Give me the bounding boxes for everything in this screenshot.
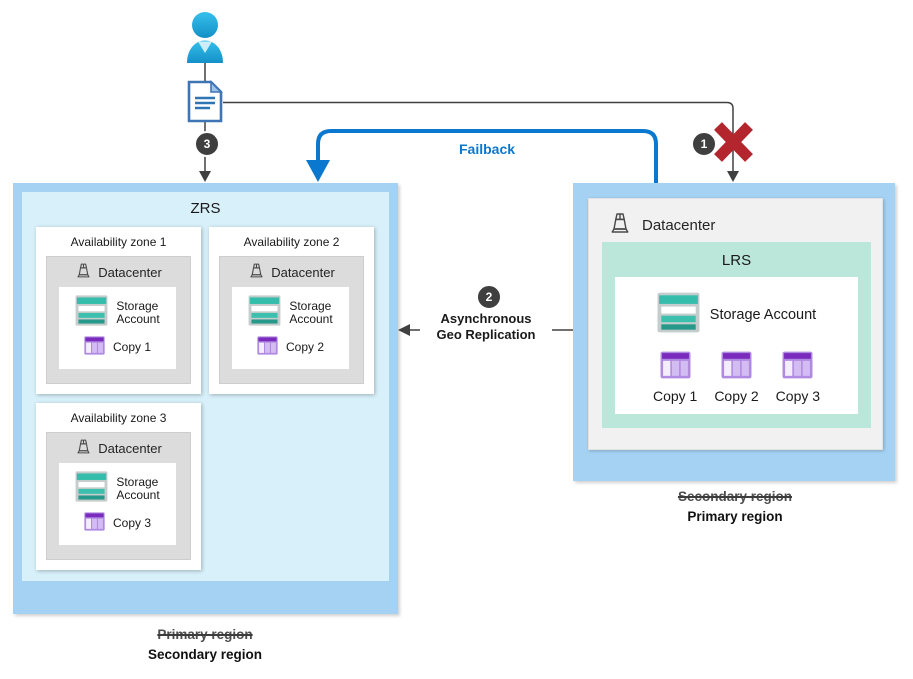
zone-2-storage-label: Storage Account	[289, 298, 333, 326]
zone-1-inner-box: Storage Account	[59, 287, 176, 369]
zone-2-inner-box: Storage Account	[232, 287, 349, 369]
lrs-copy-2-label: Copy 2	[714, 388, 759, 404]
datacenter-building-icon	[608, 211, 632, 239]
zone-1-datacenter-label: Datacenter	[98, 264, 162, 280]
lrs-title: LRS	[721, 252, 752, 269]
geo-replication-line1: Asynchronous	[440, 311, 532, 326]
left-region-new-label: Secondary region	[147, 647, 263, 662]
zone-1-datacenter-box: Datacenter	[46, 256, 191, 384]
table-copy-icon	[782, 351, 813, 382]
datacenter-building-icon	[75, 262, 92, 282]
document-icon	[187, 80, 223, 128]
lrs-copy-3-label: Copy 3	[775, 388, 821, 404]
storage-account-icon	[75, 471, 108, 507]
availability-zone-3: Availability zone 3 Datacenter	[36, 403, 201, 570]
zone-2-label: Availability zone 2	[243, 235, 340, 249]
zone-1-label: Availability zone 1	[70, 235, 167, 249]
lrs-content-box: Storage Account	[615, 277, 858, 414]
zone-1-storage-label: Storage Account	[116, 298, 160, 326]
lrs-datacenter-label: Datacenter	[642, 216, 716, 234]
zrs-inner-box: ZRS Availability zone 1 Datacenter	[22, 192, 389, 581]
lrs-storage-label: Storage Account	[709, 307, 817, 323]
request-arrow	[223, 101, 734, 176]
storage-account-icon	[657, 292, 700, 338]
zone-3-datacenter-label: Datacenter	[98, 440, 162, 456]
person-icon	[182, 11, 228, 68]
zone-3-copy-label: Copy 3	[112, 516, 152, 530]
lrs-copy-2: Copy 2	[714, 351, 759, 404]
lrs-region-box: Datacenter LRS Sto	[573, 183, 895, 481]
storage-account-icon	[75, 295, 108, 331]
red-x-icon	[711, 121, 756, 168]
datacenter-building-icon	[248, 262, 265, 282]
lrs-copy-1-label: Copy 1	[652, 388, 698, 404]
lrs-datacenter-box: Datacenter LRS Sto	[588, 198, 883, 450]
table-copy-icon	[660, 351, 691, 382]
availability-zone-2: Availability zone 2 Datacenter	[209, 227, 374, 394]
left-region-caption: Primary region Secondary region	[55, 627, 355, 662]
failback-label: Failback	[458, 141, 516, 157]
geo-replication-line2: Geo Replication	[436, 326, 536, 342]
table-copy-icon	[84, 336, 105, 358]
table-copy-icon	[721, 351, 752, 382]
zone-2-copy-label: Copy 2	[285, 340, 325, 354]
lrs-inner-box: LRS Storage Account	[602, 242, 871, 428]
zone-2-datacenter-box: Datacenter	[219, 256, 364, 384]
step-3-badge: 3	[194, 131, 220, 157]
left-region-old-label: Primary region	[157, 627, 253, 642]
lrs-copy-3: Copy 3	[776, 351, 820, 404]
zone-3-storage-label: Storage Account	[116, 474, 160, 502]
right-region-old-label: Secondary region	[677, 489, 793, 504]
zone-3-label: Availability zone 3	[70, 411, 167, 425]
zone-3-datacenter-box: Datacenter	[46, 432, 191, 560]
zrs-region-box: ZRS Availability zone 1 Datacenter	[13, 183, 398, 614]
geo-replication-label: Asynchronous Geo Replication	[420, 309, 552, 344]
right-region-new-label: Primary region	[687, 509, 783, 524]
datacenter-building-icon	[75, 438, 92, 458]
lrs-copy-1: Copy 1	[653, 351, 697, 404]
zone-2-datacenter-label: Datacenter	[271, 264, 335, 280]
zone-3-inner-box: Storage Account	[59, 463, 176, 545]
table-copy-icon	[257, 336, 278, 358]
step-2-badge: 2	[476, 284, 502, 310]
right-region-caption: Secondary region Primary region	[585, 489, 885, 524]
zrs-title: ZRS	[190, 200, 221, 217]
zone-1-copy-label: Copy 1	[112, 340, 152, 354]
failback-arrow	[316, 129, 658, 183]
table-copy-icon	[84, 512, 105, 534]
availability-zone-1: Availability zone 1 Datacenter	[36, 227, 201, 394]
storage-account-icon	[248, 295, 281, 331]
